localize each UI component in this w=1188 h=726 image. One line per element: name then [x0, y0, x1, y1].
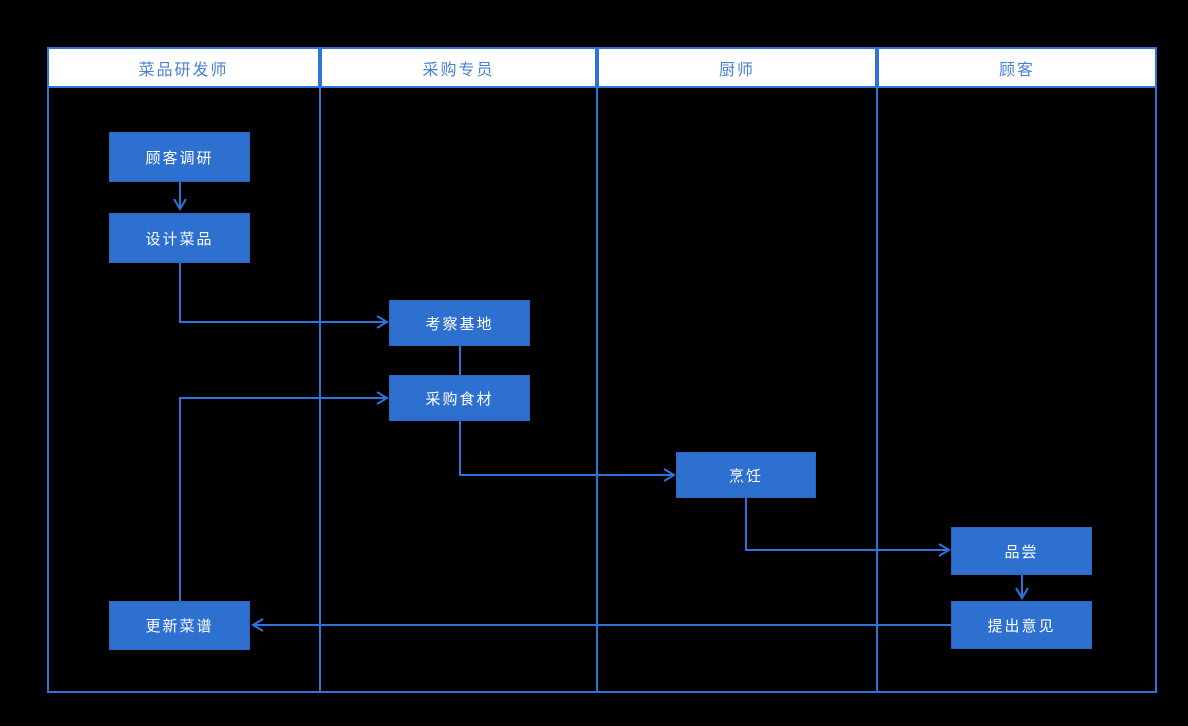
lane-divider-2 [596, 47, 598, 693]
lane-header-customer: 顾客 [877, 47, 1157, 88]
node-taste: 品尝 [951, 527, 1092, 575]
node-design-dish: 设计菜品 [109, 213, 250, 263]
node-purchase-food: 采购食材 [389, 375, 530, 421]
node-update-menu: 更新菜谱 [109, 601, 250, 650]
node-label: 提出意见 [987, 617, 1056, 635]
lane-header-label: 采购专员 [422, 61, 495, 79]
node-give-feedback: 提出意见 [951, 601, 1092, 649]
node-label: 顾客调研 [145, 149, 214, 167]
lane-header-label: 顾客 [998, 61, 1035, 79]
lane-header-chef: 厨师 [597, 47, 877, 88]
node-label: 考察基地 [425, 315, 494, 333]
lane-header-label: 厨师 [718, 61, 755, 79]
lane-header-label: 菜品研发师 [138, 61, 229, 79]
node-label: 更新菜谱 [145, 618, 214, 635]
lane-divider-3 [876, 47, 878, 693]
lane-header-dish-developer: 菜品研发师 [47, 47, 320, 88]
node-label: 品尝 [1004, 543, 1039, 561]
node-label: 设计菜品 [145, 230, 214, 248]
node-cook: 烹饪 [676, 452, 816, 498]
node-label: 采购食材 [425, 390, 494, 408]
node-label: 烹饪 [728, 467, 763, 485]
node-customer-research: 顾客调研 [109, 132, 250, 182]
lane-divider-1 [319, 47, 321, 693]
node-inspect-base: 考察基地 [389, 300, 530, 346]
lane-header-procurement: 采购专员 [320, 47, 597, 88]
